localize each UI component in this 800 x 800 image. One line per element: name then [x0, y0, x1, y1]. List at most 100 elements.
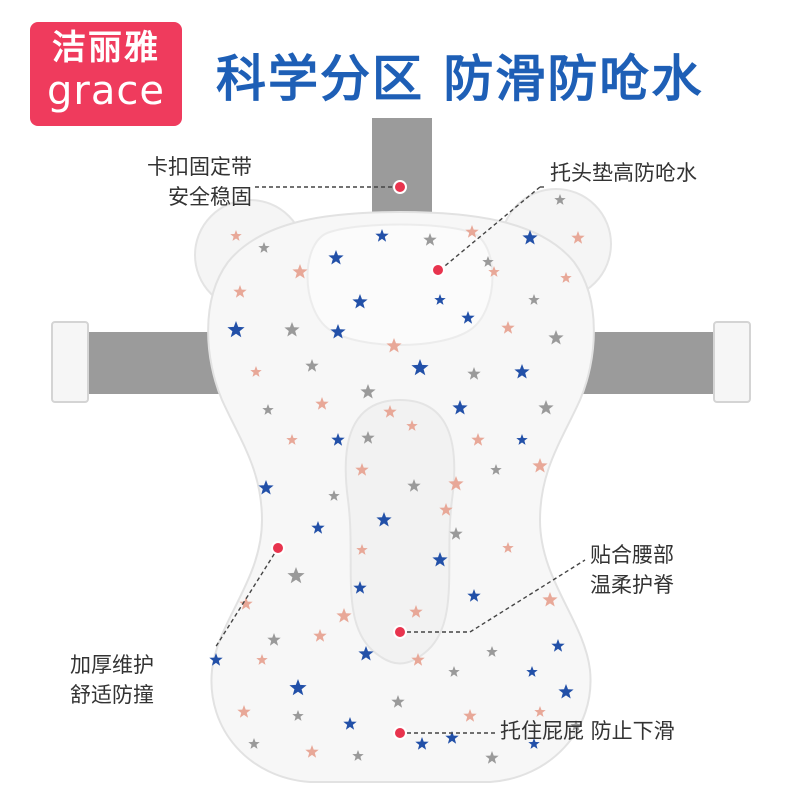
callout-sides-line2: 舒适防撞: [70, 683, 154, 707]
callout-bottom-line1: 托住屁屁 防止下滑: [500, 719, 675, 743]
star-icon: [528, 294, 540, 305]
star-icon: [262, 404, 274, 415]
callout-waist: 贴合腰部 温柔护脊: [590, 540, 674, 600]
star-icon: [465, 225, 479, 238]
star-icon: [467, 589, 481, 602]
star-icon: [449, 527, 463, 540]
star-icon: [486, 646, 498, 657]
star-icon: [538, 400, 554, 415]
star-icon: [514, 364, 530, 379]
star-icon: [289, 679, 307, 696]
star-icon: [528, 738, 540, 749]
star-icon: [554, 194, 566, 205]
star-icon: [286, 434, 298, 445]
star-icon: [452, 400, 468, 415]
star-icon: [467, 367, 481, 380]
star-icon: [284, 322, 300, 337]
star-icon: [227, 321, 245, 338]
star-icon: [328, 490, 340, 501]
star-icon: [292, 710, 304, 721]
star-icon: [352, 750, 364, 761]
star-icon: [331, 433, 345, 446]
star-icon: [305, 359, 319, 372]
star-icon: [358, 646, 374, 661]
top-strap: [372, 118, 432, 228]
markers: [271, 180, 445, 740]
callout-headrest: 托头垫高防呛水: [550, 158, 697, 188]
callout-sides: 加厚维护 舒适防撞: [70, 650, 154, 710]
star-icon: [248, 738, 260, 749]
marker-dot: [393, 180, 407, 194]
star-icon: [488, 266, 500, 277]
star-icon: [485, 751, 499, 764]
star-icon: [407, 479, 421, 492]
star-icon: [383, 405, 397, 418]
star-icon: [292, 264, 308, 279]
brand-name-cn: 洁丽雅: [52, 28, 160, 68]
star-icon: [305, 745, 319, 758]
star-icon: [434, 294, 446, 305]
star-icon: [448, 476, 464, 491]
star-icon: [209, 653, 223, 666]
star-icon: [250, 366, 262, 377]
star-icon: [391, 695, 405, 708]
star-icon: [376, 512, 392, 527]
callout-bottom: 托住屁屁 防止下滑: [500, 716, 675, 746]
star-icon: [406, 420, 418, 431]
head-pillow: [306, 223, 494, 346]
star-icon: [287, 567, 305, 584]
star-icon: [239, 597, 253, 610]
star-icon: [501, 321, 515, 334]
star-icon: [267, 633, 281, 646]
star-icon: [356, 544, 368, 555]
star-icon: [560, 272, 572, 283]
star-icon: [237, 705, 251, 718]
star-pattern: [209, 194, 585, 764]
star-icon: [448, 666, 460, 677]
star-icon: [233, 285, 247, 298]
star-icon: [558, 684, 574, 699]
callout-waist-line1: 贴合腰部: [590, 543, 674, 567]
page-title: 科学分区 防滑防呛水: [216, 50, 704, 108]
marker-dot: [393, 625, 407, 639]
right-clip: [713, 321, 751, 403]
star-icon: [336, 608, 352, 623]
brand-logo: 洁丽雅 grace: [30, 22, 182, 126]
marker-dot: [271, 541, 285, 555]
brand-name-en: grace: [47, 68, 165, 114]
star-icon: [409, 605, 423, 618]
star-icon: [490, 464, 502, 475]
star-icon: [542, 592, 558, 607]
star-icon: [461, 311, 475, 324]
star-icon: [375, 229, 389, 242]
star-icon: [502, 542, 514, 553]
star-icon: [258, 242, 270, 253]
callout-buckle: 卡扣固定带 安全稳固: [100, 152, 252, 212]
star-icon: [571, 231, 585, 244]
leader-headrest: [439, 186, 541, 271]
star-icon: [463, 709, 477, 722]
star-icon: [343, 717, 357, 730]
star-icon: [439, 503, 453, 516]
star-icon: [432, 552, 448, 567]
star-icon: [534, 706, 546, 717]
star-icon: [471, 433, 485, 446]
star-icon: [256, 654, 268, 665]
leader-sides: [214, 547, 279, 649]
star-icon: [411, 653, 425, 666]
callout-waist-line2: 温柔护脊: [590, 573, 674, 597]
star-icon: [548, 330, 564, 345]
star-icon: [360, 384, 376, 399]
star-icon: [328, 250, 344, 265]
star-icon: [522, 230, 538, 245]
star-icon: [353, 581, 367, 594]
star-icon: [311, 521, 325, 534]
callout-buckle-line1: 卡扣固定带: [147, 155, 252, 179]
star-icon: [526, 666, 538, 677]
center-seat: [344, 398, 456, 665]
callout-buckle-line2: 安全稳固: [168, 185, 252, 209]
leader-waist-diag: [469, 559, 586, 633]
star-icon: [258, 480, 274, 495]
star-icon: [482, 256, 494, 267]
star-icon: [411, 359, 429, 376]
